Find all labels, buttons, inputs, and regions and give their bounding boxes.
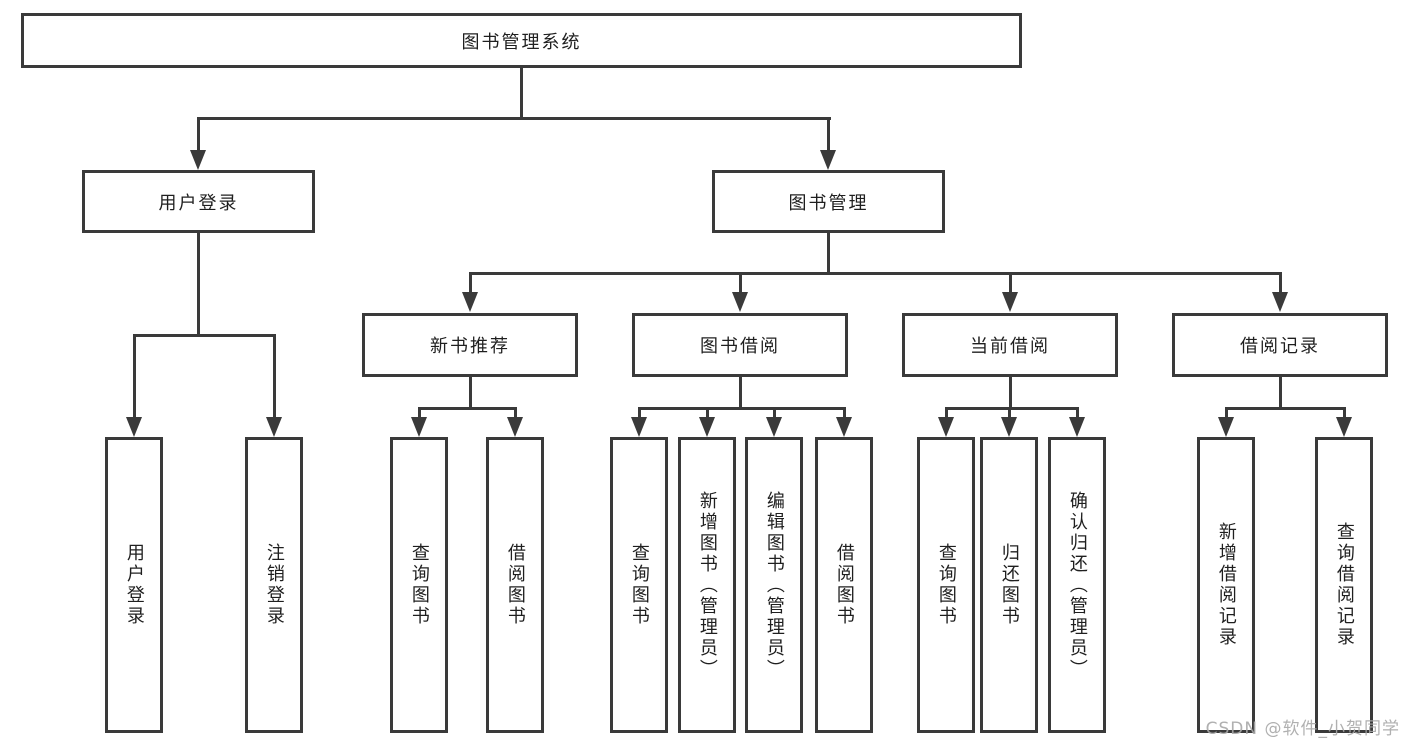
node-label: 借阅图书: [504, 543, 526, 627]
arrow-down-icon: [266, 417, 282, 437]
connector-vline: [469, 377, 472, 409]
connector-vline: [1343, 407, 1346, 420]
connector-hline: [469, 272, 1282, 275]
connector-hline: [197, 117, 831, 120]
connector-vline: [1076, 407, 1079, 420]
connector-hline: [133, 334, 276, 337]
connector-vline: [773, 407, 776, 420]
node-label: 编辑图书（管理员）: [763, 490, 785, 680]
connector-vline: [273, 334, 276, 419]
connector-vline: [827, 233, 830, 274]
connector-vline: [469, 272, 472, 294]
node-label: 查询图书: [408, 543, 430, 627]
connector-vline: [197, 233, 200, 336]
node-label: 新增借阅记录: [1215, 522, 1237, 648]
leaf-records-query-record: 查询借阅记录: [1315, 437, 1373, 733]
leaf-borrowing-borrow-books: 借阅图书: [815, 437, 873, 733]
connector-vline: [514, 407, 517, 420]
arrow-down-icon: [411, 417, 427, 437]
connector-vline: [1279, 377, 1282, 409]
arrow-down-icon: [1001, 417, 1017, 437]
connector-vline: [1225, 407, 1228, 420]
arrow-down-icon: [1069, 417, 1085, 437]
node-label: 查询借阅记录: [1333, 522, 1355, 648]
node-label: 注销登录: [263, 543, 285, 627]
connector-vline: [1279, 272, 1282, 294]
connector-vline: [739, 377, 742, 409]
arrow-down-icon: [1272, 292, 1288, 312]
connector-vline: [827, 117, 830, 152]
connector-vline: [1009, 272, 1012, 294]
leaf-borrowing-add-books-admin: 新增图书（管理员）: [678, 437, 736, 733]
leaf-logout: 注销登录: [245, 437, 303, 733]
node-book-borrowing: 图书借阅: [632, 313, 848, 377]
connector-vline: [418, 407, 421, 420]
node-label: 图书管理: [788, 192, 869, 214]
node-label: 图书借阅: [700, 336, 780, 357]
connector-hline: [638, 407, 846, 410]
node-label: 用户登录: [158, 192, 239, 214]
connector-hline: [1225, 407, 1346, 410]
leaf-borrowing-query-books: 查询图书: [610, 437, 668, 733]
connector-vline: [1009, 377, 1012, 409]
leaf-borrowing-edit-books-admin: 编辑图书（管理员）: [745, 437, 803, 733]
connector-vline: [706, 407, 709, 420]
connector-vline: [520, 66, 523, 118]
arrow-down-icon: [1218, 417, 1234, 437]
node-label: 查询图书: [628, 543, 650, 627]
arrow-down-icon: [836, 417, 852, 437]
arrow-down-icon: [1002, 292, 1018, 312]
arrow-down-icon: [631, 417, 647, 437]
connector-vline: [739, 272, 742, 294]
node-label: 查询图书: [935, 543, 957, 627]
leaf-current-return-books: 归还图书: [980, 437, 1038, 733]
connector-vline: [843, 407, 846, 420]
leaf-records-add-record: 新增借阅记录: [1197, 437, 1255, 733]
node-label: 当前借阅: [970, 336, 1050, 357]
connector-vline: [133, 334, 136, 419]
arrow-down-icon: [938, 417, 954, 437]
arrow-down-icon: [462, 292, 478, 312]
arrow-down-icon: [766, 417, 782, 437]
connector-hline: [945, 407, 1079, 410]
connector-vline: [1008, 407, 1011, 420]
node-library-management-system: 图书管理系统: [21, 13, 1022, 68]
arrow-down-icon: [732, 292, 748, 312]
csdn-watermark: CSDN @软件_小贺同学: [1205, 719, 1400, 739]
leaf-user-login: 用户登录: [105, 437, 163, 733]
arrow-down-icon: [126, 417, 142, 437]
node-label: 借阅图书: [833, 543, 855, 627]
connector-vline: [197, 117, 200, 152]
node-user-login-group: 用户登录: [82, 170, 315, 233]
node-book-management: 图书管理: [712, 170, 945, 233]
node-new-book-recommendation: 新书推荐: [362, 313, 578, 377]
connector-hline: [418, 407, 517, 410]
leaf-recommend-borrow-books: 借阅图书: [486, 437, 544, 733]
arrow-down-icon: [1336, 417, 1352, 437]
leaf-current-query-books: 查询图书: [917, 437, 975, 733]
arrow-down-icon: [699, 417, 715, 437]
node-label: 新增图书（管理员）: [696, 490, 718, 680]
leaf-current-confirm-return-admin: 确认归还（管理员）: [1048, 437, 1106, 733]
arrow-down-icon: [507, 417, 523, 437]
arrow-down-icon: [820, 150, 836, 170]
node-label: 用户登录: [123, 543, 145, 627]
node-current-borrowing: 当前借阅: [902, 313, 1118, 377]
node-label: 借阅记录: [1240, 336, 1320, 357]
node-label: 确认归还（管理员）: [1066, 490, 1088, 680]
node-label: 归还图书: [998, 543, 1020, 627]
arrow-down-icon: [190, 150, 206, 170]
node-label: 图书管理系统: [461, 31, 582, 53]
connector-vline: [945, 407, 948, 420]
connector-vline: [638, 407, 641, 420]
leaf-recommend-query-books: 查询图书: [390, 437, 448, 733]
node-label: 新书推荐: [430, 336, 510, 357]
node-borrowing-records: 借阅记录: [1172, 313, 1388, 377]
